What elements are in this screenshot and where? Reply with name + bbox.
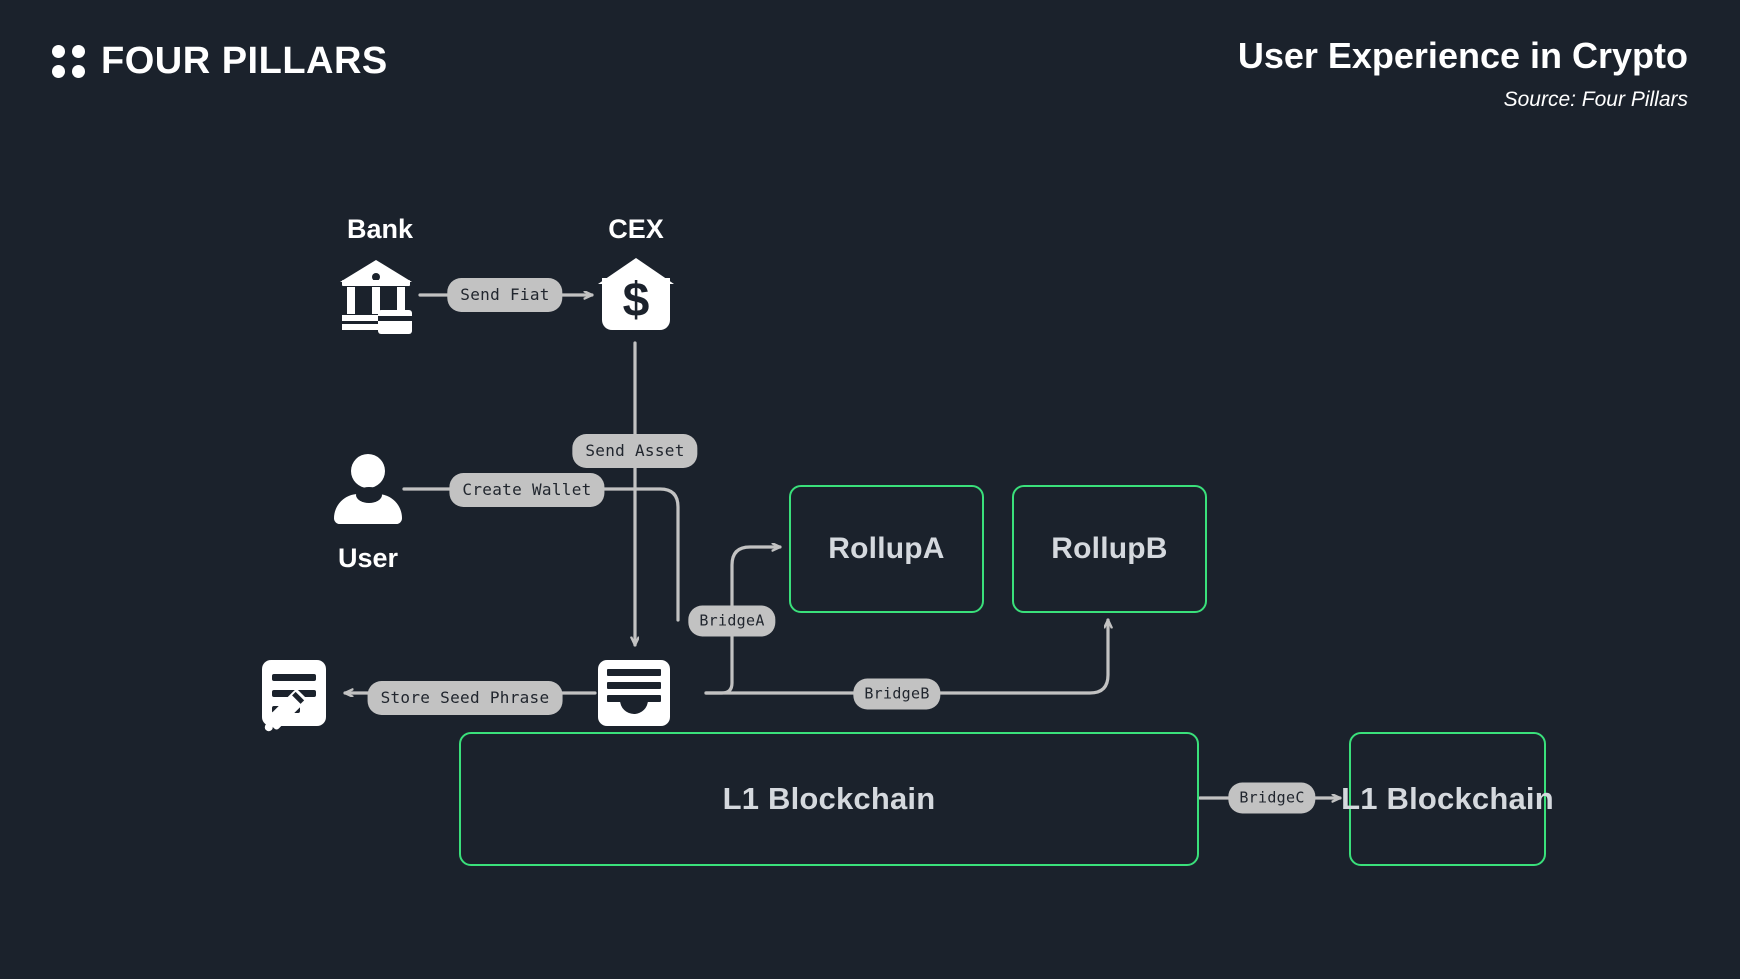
node-cex[interactable]: CEX $ (598, 214, 674, 338)
node-bank-label: Bank (346, 214, 414, 244)
node-rollup-b-label: RollupB (1051, 532, 1168, 565)
edge-label-send-asset[interactable]: Send Asset (572, 434, 698, 468)
node-user[interactable]: User (332, 452, 404, 573)
node-rollup-a[interactable]: RollupA (789, 485, 984, 613)
node-bank[interactable]: Bank (340, 214, 420, 342)
note-pencil-icon (262, 660, 326, 733)
node-rollup-b[interactable]: RollupB (1012, 485, 1207, 613)
edge-label-bridge-a[interactable]: BridgeA (688, 605, 776, 637)
node-cex-label: CEX (608, 214, 664, 244)
header-right-block: User Experience in Crypto Source: Four P… (1238, 36, 1688, 111)
brand-name: FOUR PILLARS (101, 40, 388, 82)
four-dots-logo-icon (52, 44, 85, 78)
source-attribution: Source: Four Pillars (1503, 87, 1688, 111)
node-l1-blockchain-remote[interactable]: L1 Blockchain (1341, 732, 1554, 866)
edge-label-bridge-c[interactable]: BridgeC (1228, 782, 1316, 814)
edge-label-bridge-b[interactable]: BridgeB (853, 678, 941, 710)
wallet-icon (598, 660, 670, 726)
edge-label-store-seed-phrase[interactable]: Store Seed Phrase (367, 681, 563, 715)
node-l1-blockchain-main[interactable]: L1 Blockchain (459, 732, 1199, 866)
edge-label-create-wallet[interactable]: Create Wallet (449, 473, 605, 507)
node-rollup-a-label: RollupA (828, 532, 945, 565)
node-seed-phrase[interactable] (262, 660, 326, 733)
brand-logo: FOUR PILLARS (52, 42, 388, 80)
edge-label-send-fiat[interactable]: Send Fiat (447, 278, 563, 312)
house-dollar-icon: $ (598, 258, 674, 330)
node-user-label: User (337, 543, 399, 573)
node-l1-blockchain-main-label: L1 Blockchain (722, 781, 936, 816)
bank-icon (340, 258, 412, 334)
node-l1-blockchain-remote-label: L1 Blockchain (1341, 781, 1554, 816)
page-title: User Experience in Crypto (1237, 35, 1688, 76)
node-wallet[interactable] (598, 660, 670, 726)
user-icon (332, 452, 404, 524)
